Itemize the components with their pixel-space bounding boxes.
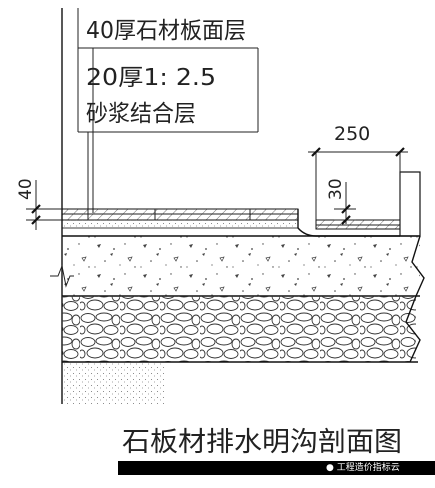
dimension-top bbox=[308, 147, 408, 220]
mortar-label-line1: 20厚1: 2.5 bbox=[86, 65, 216, 91]
dimension-left bbox=[26, 180, 62, 230]
dimension-right bbox=[334, 182, 356, 225]
dim-left-label: 40 bbox=[16, 178, 36, 200]
label-frame bbox=[77, 8, 259, 220]
stone-slab-layer bbox=[61, 208, 299, 221]
channel-slab bbox=[297, 209, 401, 237]
dim-right-label: 30 bbox=[326, 178, 346, 200]
dim-top-label: 250 bbox=[334, 123, 370, 145]
drawing-title: 石板材排水明沟剖面图 bbox=[122, 427, 402, 458]
channel-right-wall bbox=[399, 171, 421, 237]
watermark: ● 工程造价指标云 bbox=[326, 462, 400, 474]
soil-layer bbox=[62, 362, 166, 404]
top-layer-label: 40厚石材板面层 bbox=[86, 18, 246, 44]
concrete-base-layer bbox=[62, 235, 425, 297]
wechat-icon: ● bbox=[326, 463, 334, 473]
caption-band bbox=[118, 461, 435, 475]
mortar-bed-layer bbox=[61, 219, 299, 229]
watermark-text: 工程造价指标云 bbox=[336, 463, 400, 473]
break-symbol bbox=[50, 264, 74, 288]
mortar-label-line2: 砂浆结合层 bbox=[86, 101, 196, 127]
gravel-layer bbox=[62, 295, 421, 363]
